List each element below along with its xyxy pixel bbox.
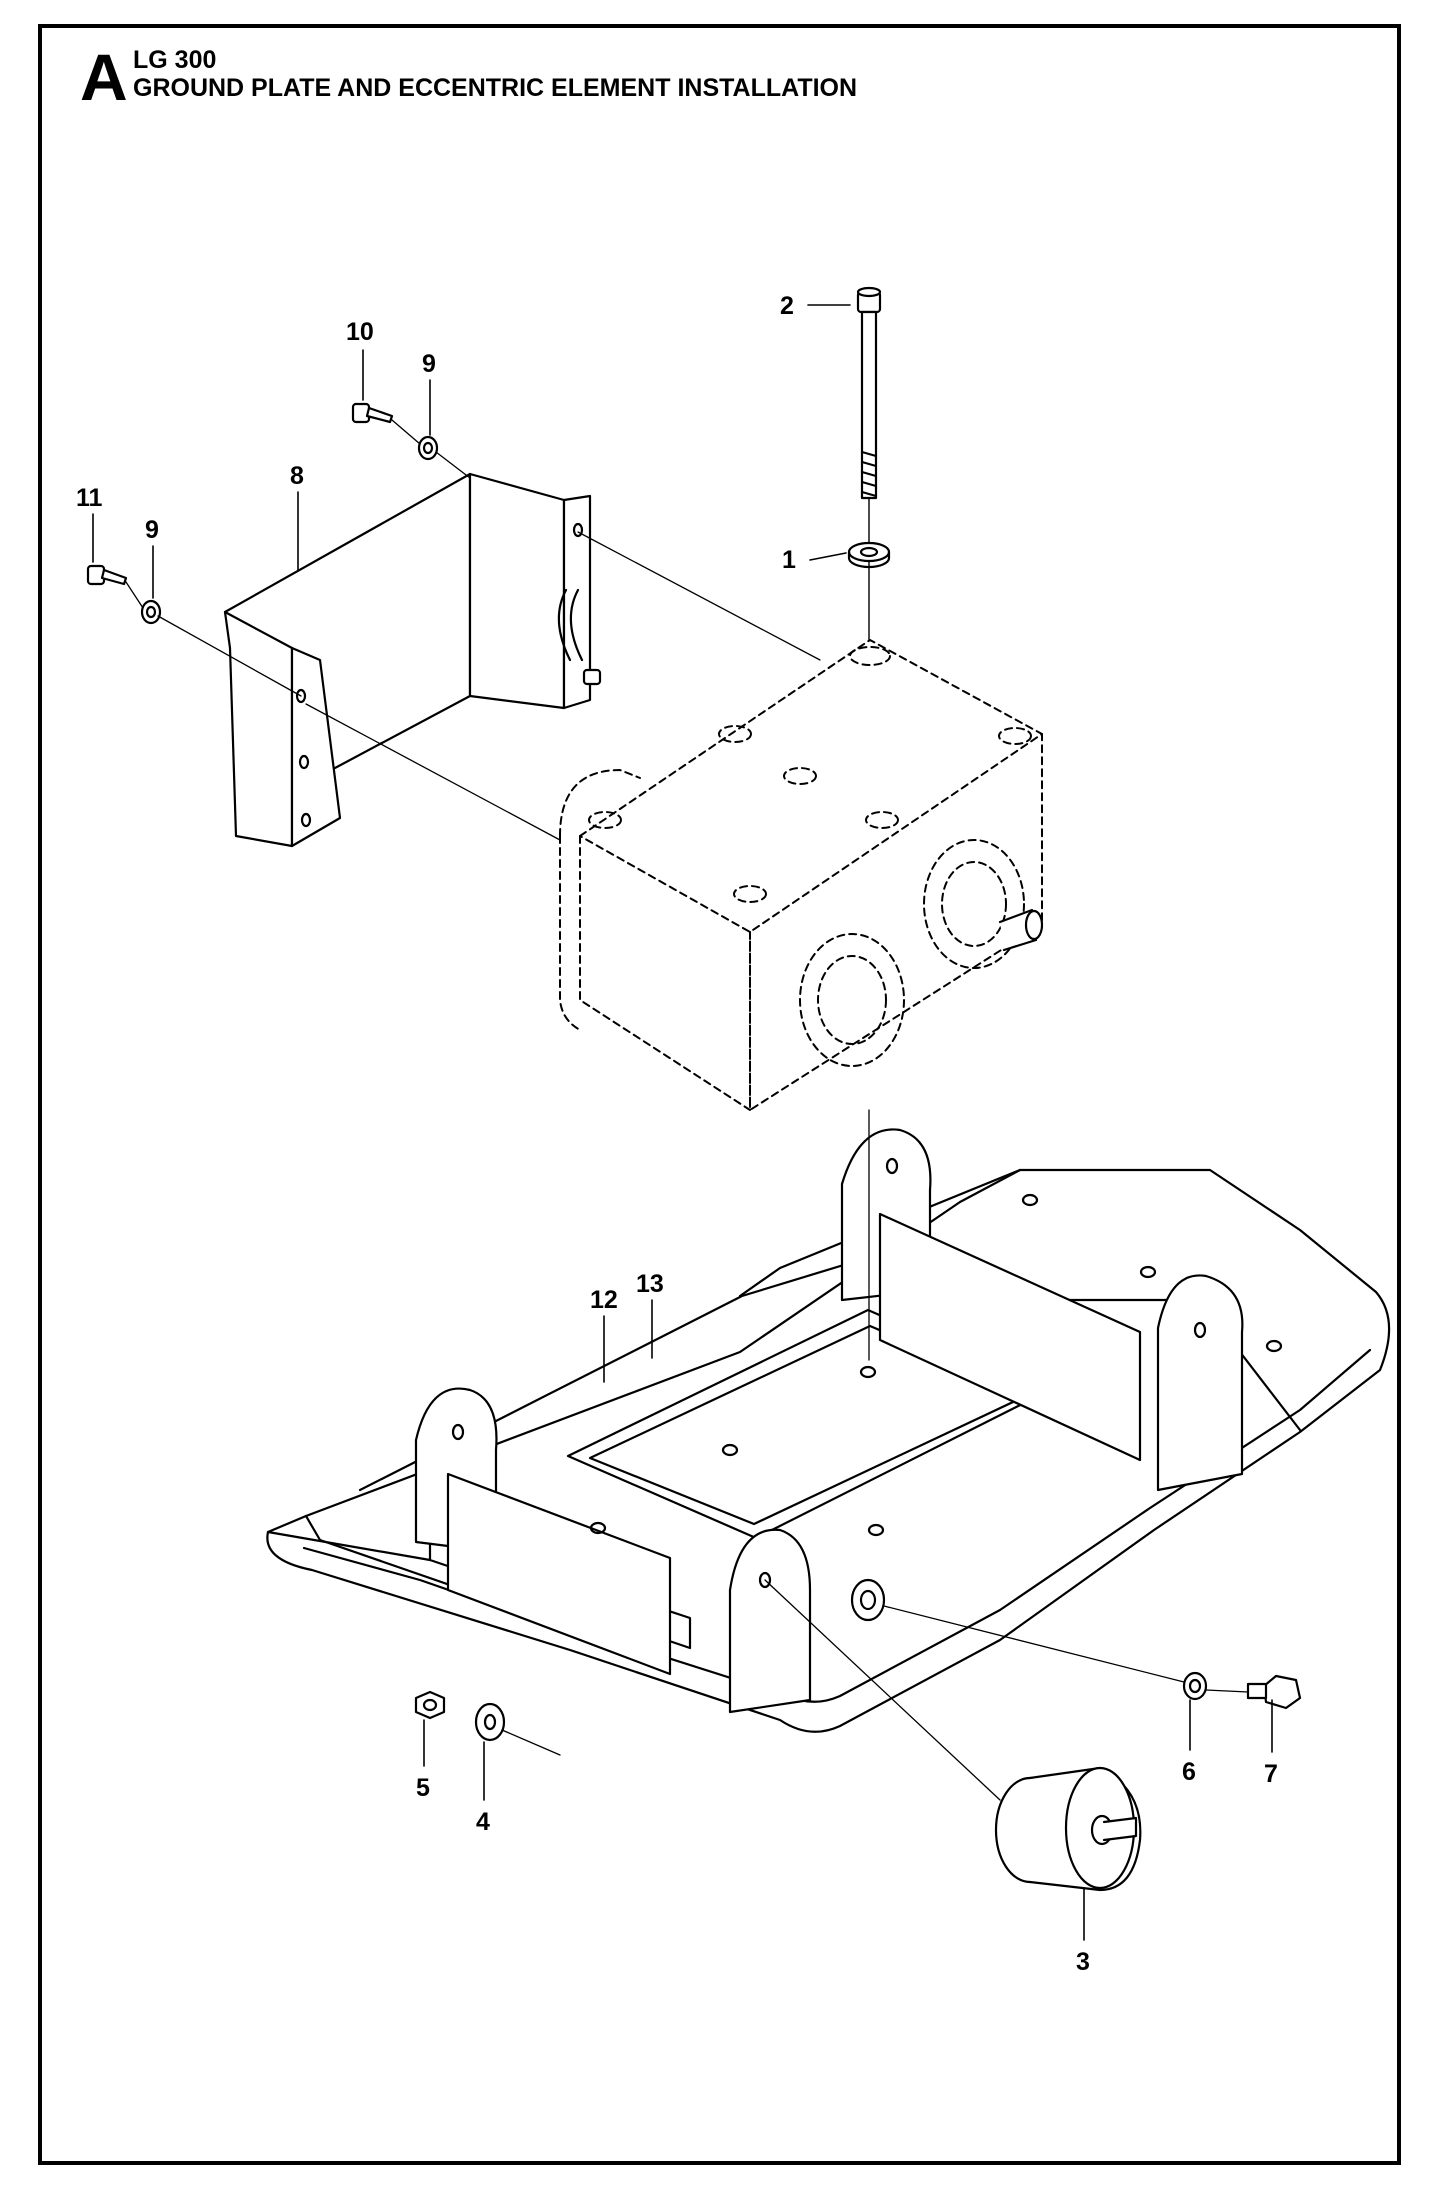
plate-mounting-ears xyxy=(414,1128,1283,1714)
eccentric-shaft xyxy=(998,908,1044,952)
part-screw-10[interactable] xyxy=(351,402,394,424)
part-plug-7[interactable] xyxy=(1246,1674,1302,1710)
part-washer-6[interactable] xyxy=(1182,1671,1208,1701)
callout-10: 10 xyxy=(346,318,374,346)
part-bracket-8[interactable] xyxy=(223,472,602,848)
callout-12: 12 xyxy=(590,1286,618,1314)
callout-labels: 2 1 10 9 11 9 8 12 13 5 4 6 7 3 xyxy=(76,292,1278,1976)
part-washer-9-left[interactable] xyxy=(140,599,162,625)
callout-9-top: 9 xyxy=(422,350,436,378)
part-bushing xyxy=(850,1578,886,1622)
part-bolt-2[interactable] xyxy=(856,286,882,500)
callout-7: 7 xyxy=(1264,1760,1278,1788)
callout-9-left: 9 xyxy=(145,516,159,544)
callout-5: 5 xyxy=(416,1774,430,1802)
part-washer-9-top[interactable] xyxy=(417,435,439,461)
eccentric-element[interactable] xyxy=(559,639,1043,1111)
callout-2: 2 xyxy=(780,292,794,320)
part-rubber-buffer-3[interactable] xyxy=(994,1766,1142,1892)
diagram-title: GROUND PLATE AND ECCENTRIC ELEMENT INSTA… xyxy=(133,74,858,102)
callout-6: 6 xyxy=(1182,1758,1196,1786)
callout-1: 1 xyxy=(782,546,796,574)
callout-8: 8 xyxy=(290,462,304,490)
section-letter: A xyxy=(80,40,128,114)
part-nut-5[interactable] xyxy=(414,1690,446,1720)
page-border xyxy=(38,24,1401,2165)
callout-4: 4 xyxy=(476,1808,490,1836)
part-washer-4[interactable] xyxy=(474,1702,506,1742)
callout-13: 13 xyxy=(636,1270,664,1298)
part-screw-11[interactable] xyxy=(86,564,128,586)
callout-11: 11 xyxy=(76,484,103,512)
callout-3: 3 xyxy=(1076,1948,1090,1976)
model-name: LG 300 xyxy=(133,46,217,74)
